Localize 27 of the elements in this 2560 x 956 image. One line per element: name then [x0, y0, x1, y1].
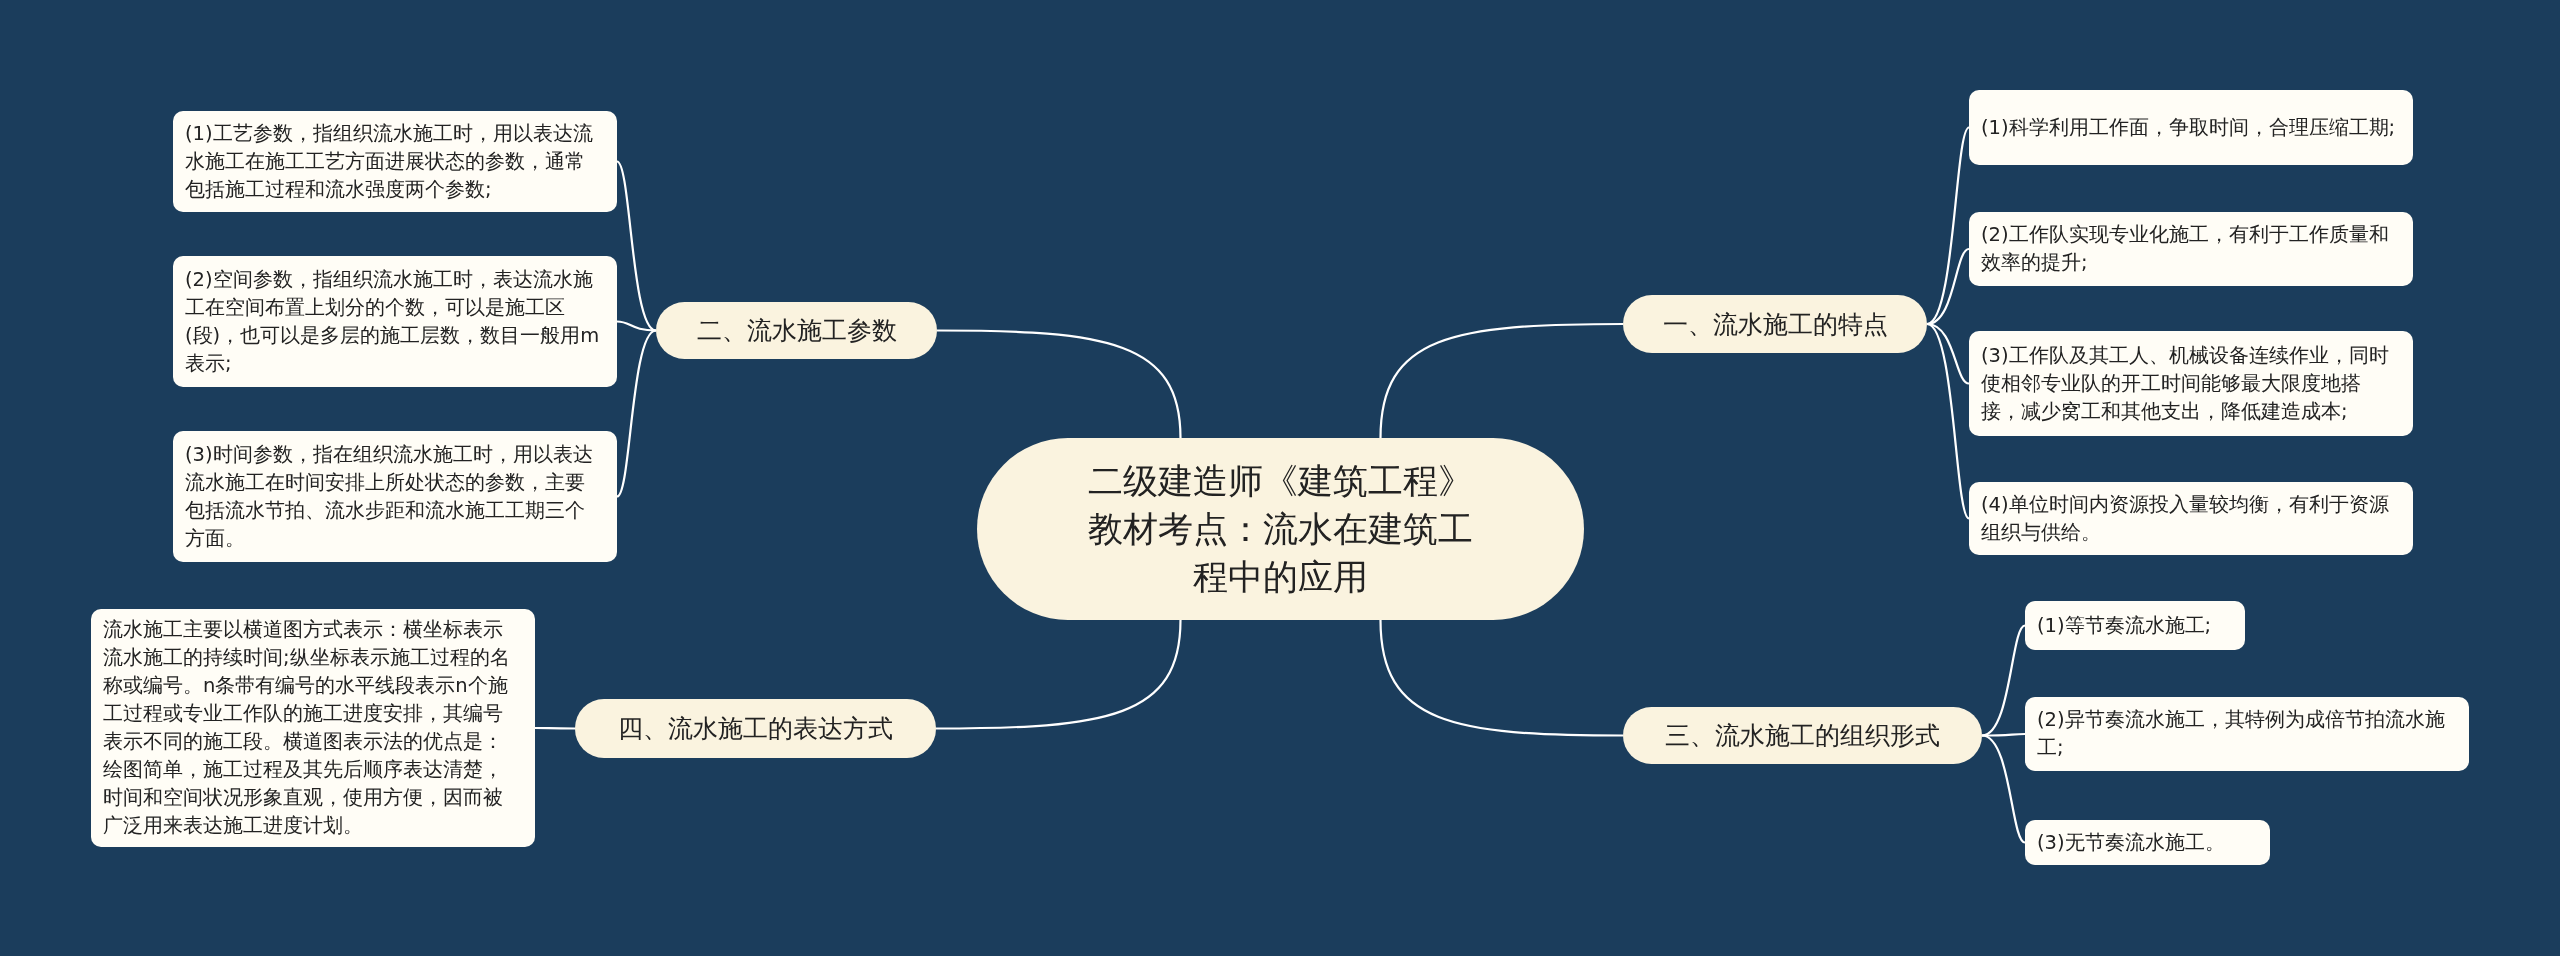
connector-line: [936, 619, 1182, 730]
note-box: 流水施工主要以横道图方式表示：横坐标表示流水施工的持续时间;纵坐标表示施工过程的名称或编号。n条带有编号的水平线段表示n个施工过程或专业工作队的施工进度安排，其编号表示不同的施工段。横道图表示法的优点是：绘图简单，施工过程及其先后顺序表达清楚，时间和空间状况形象直观，使用方便，因而被广泛用来表达施工进度计划。: [91, 609, 535, 847]
note-box: (2)工作队实现专业化施工，有利于工作质量和效率的提升;: [1969, 212, 2413, 286]
topic-box: 一、流水施工的特点: [1623, 295, 1927, 353]
note-box: (4)单位时间内资源投入量较均衡，有利于资源组织与供给。: [1969, 482, 2413, 555]
note-box: (1)工艺参数，指组织流水施工时，用以表达流水施工在施工工艺方面进展状态的参数，通常包括施工过程和流水强度两个参数;: [173, 111, 617, 212]
connector-line: [1981, 734, 2026, 844]
connector-line: [937, 329, 1182, 439]
topic-box: 四、流水施工的表达方式: [575, 699, 936, 758]
note-box: (2)空间参数，指组织流水施工时，表达流水施工在空间布置上划分的个数，可以是施工区(段)，也可以是多层的施工层数，数目一般用m表示;: [173, 256, 617, 387]
connector-line: [1982, 732, 2025, 737]
connector-line: [1379, 322, 1623, 439]
connector-line: [1926, 323, 1970, 520]
topic-box: 三、流水施工的组织形式: [1623, 707, 1982, 764]
connector-line: [616, 320, 657, 332]
topic-box: 二、流水施工参数: [656, 302, 937, 359]
note-box: (3)无节奏流水施工。: [2025, 820, 2270, 865]
central-topic: 二级建造师《建筑工程》教材考点：流水在建筑工程中的应用: [977, 438, 1584, 620]
connector-line: [1926, 126, 1970, 325]
note-box: (2)异节奏流水施工，其特例为成倍节拍流水施工;: [2025, 697, 2469, 771]
note-box: (3)时间参数，指在组织流水施工时，用以表达流水施工在时间安排上所处状态的参数，主要包括流水节拍、流水步距和流水施工工期三个方面。: [173, 431, 617, 562]
connector-line: [616, 329, 657, 498]
connector-line: [535, 726, 575, 730]
note-box: (1)科学利用工作面，争取时间，合理压缩工期;: [1969, 90, 2413, 165]
note-box: (1)等节奏流水施工;: [2025, 601, 2245, 650]
connector-line: [1379, 619, 1623, 737]
note-box: (3)工作队及其工人、机械设备连续作业，同时使相邻专业队的开工时间能够最大限度地搭接，减少窝工和其他支出，降低建造成本;: [1969, 331, 2413, 436]
